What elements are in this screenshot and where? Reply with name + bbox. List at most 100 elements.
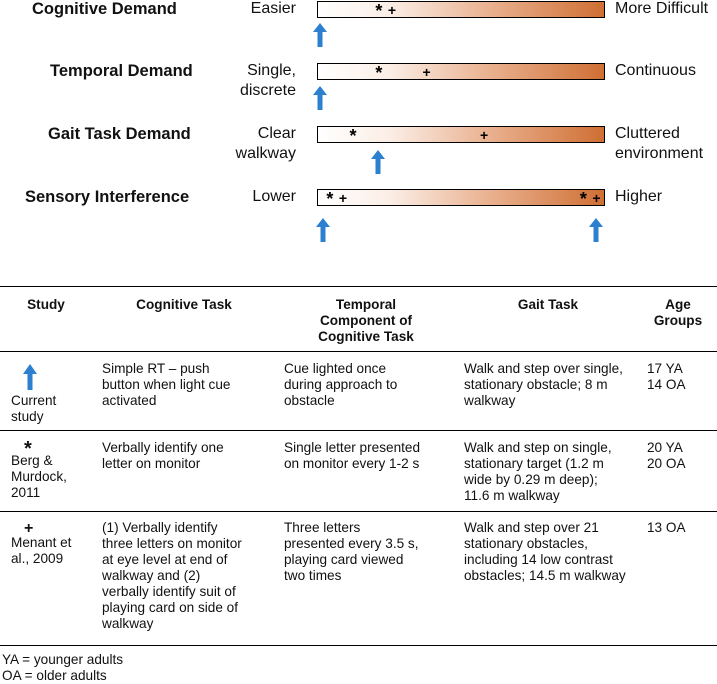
header-bottom-rule xyxy=(0,351,717,352)
row3-study-line2: al., 2009 xyxy=(11,551,64,566)
gait-plus-marker: + xyxy=(480,127,489,143)
row1-temp-line2: during approach to xyxy=(284,377,398,392)
sensory-high-plus-marker: + xyxy=(592,190,601,206)
row1-cognitive-task: Simple RT – push button when light cue a… xyxy=(102,361,272,409)
row1-study-line2: study xyxy=(11,409,44,424)
row2-cog-line1: Verbally identify one xyxy=(102,440,224,455)
gait-low-label: Clear walkway xyxy=(235,125,296,162)
row2-bottom-rule xyxy=(0,511,717,512)
row2-temporal: Single letter presented on monitor every… xyxy=(284,440,456,472)
row1-gait-line2: stationary obstacle; 8 m xyxy=(464,377,608,392)
row1-cog-line1: Simple RT – push xyxy=(102,361,210,376)
cognitive-low-label: Easier xyxy=(250,0,296,17)
header-cognitive-task: Cognitive Task xyxy=(136,297,232,312)
row2-study-line1: Berg & xyxy=(11,453,53,468)
cognitive-star-marker: * xyxy=(375,1,383,21)
table-bottom-rule xyxy=(0,645,717,646)
row3-cog-line3: at eye level at end of xyxy=(102,552,228,567)
row3-cognitive-task: (1) Verbally identify three letters on m… xyxy=(102,520,276,632)
temporal-scale-bar xyxy=(317,63,605,80)
header-temporal: Temporal Component of Cognitive Task xyxy=(280,297,452,345)
row2-cog-line2: letter on monitor xyxy=(102,456,201,471)
row2-gait-line2: stationary target (1.2 m xyxy=(464,456,604,471)
row3-temp-line2: presented every 3.5 s, xyxy=(284,536,419,551)
footnote-ya: YA = younger adults xyxy=(2,652,124,667)
sensory-low-label: Lower xyxy=(252,188,296,205)
row2-cognitive-task: Verbally identify one letter on monitor xyxy=(102,440,272,472)
row3-temp-line4: two times xyxy=(284,568,342,583)
gait-current-study-arrow-icon xyxy=(370,150,385,174)
gait-task-demand-label: Gait Task Demand xyxy=(48,125,191,143)
row3-temporal: Three letters presented every 3.5 s, pla… xyxy=(284,520,456,584)
row2-study-line2: Murdock, xyxy=(11,469,67,484)
temporal-demand-label: Temporal Demand xyxy=(50,62,193,80)
row3-temp-line3: playing card viewed xyxy=(284,552,404,567)
cognitive-plus-marker: + xyxy=(387,2,397,18)
row3-cog-line1: (1) Verbally identify xyxy=(102,520,218,535)
header-study: Study xyxy=(27,297,65,312)
row1-age-line1: 17 YA xyxy=(647,361,683,376)
header-temporal-line3: Cognitive Task xyxy=(318,329,414,344)
row3-gait-task: Walk and step over 21 stationary obstacl… xyxy=(464,520,644,584)
row1-gait-task: Walk and step over single, stationary ob… xyxy=(464,361,640,409)
sensory-interference-label: Sensory Interference xyxy=(25,188,190,206)
row3-study: Menant et al., 2009 xyxy=(11,535,93,567)
row3-cog-line6: playing card on side of xyxy=(102,600,239,615)
row2-gait-line1: Walk and step on single, xyxy=(464,440,612,455)
row3-cog-line5: verbally identify suit of xyxy=(102,584,236,599)
row1-temp-line1: Cue lighted once xyxy=(284,361,387,376)
berg-murdock-star-symbol: * xyxy=(24,438,32,460)
row1-gait-line3: walkway xyxy=(464,393,516,408)
sensory-scale-bar xyxy=(317,189,605,206)
cognitive-current-study-arrow-icon xyxy=(313,23,327,47)
row1-cog-line3: activated xyxy=(102,393,157,408)
row2-age-line1: 20 YA xyxy=(647,440,683,455)
header-temporal-line1: Temporal xyxy=(335,297,397,312)
row1-study-line1: Current xyxy=(11,393,57,408)
row1-temp-line3: obstacle xyxy=(284,393,335,408)
sensory-high-label: Higher xyxy=(615,188,663,205)
row1-age-line2: 14 OA xyxy=(647,377,686,392)
menant-plus-symbol: + xyxy=(24,520,34,537)
header-age-groups: Age Groups xyxy=(640,297,716,329)
row3-temp-line1: Three letters xyxy=(284,520,361,535)
header-temporal-line2: Component of xyxy=(319,313,413,328)
header-age-line2: Groups xyxy=(653,313,703,328)
row2-gait-task: Walk and step on single, stationary targ… xyxy=(464,440,640,504)
sensory-current-study-arrow-right-icon xyxy=(589,218,604,242)
row1-temporal: Cue lighted once during approach to obst… xyxy=(284,361,456,409)
row3-gait-line3: including 14 low contrast xyxy=(464,552,613,567)
cognitive-scale-bar xyxy=(317,1,605,18)
temporal-low-label: Single, discrete xyxy=(239,62,296,99)
footnote-oa: OA = older adults xyxy=(2,668,107,683)
sensory-current-study-arrow-left-icon xyxy=(315,218,330,242)
gait-star-marker: * xyxy=(349,126,357,146)
row1-bottom-rule xyxy=(0,430,717,431)
row2-temp-line2: on monitor every 1-2 s xyxy=(284,456,420,471)
row3-age-line1: 13 OA xyxy=(647,520,686,535)
temporal-current-study-arrow-icon xyxy=(313,86,327,110)
row1-gait-line1: Walk and step over single, xyxy=(464,361,623,376)
row3-cog-line4: walkway and (2) xyxy=(102,568,201,583)
row3-gait-line1: Walk and step over 21 xyxy=(464,520,599,535)
row2-study-line3: 2011 xyxy=(11,485,41,500)
temporal-high-label: Continuous xyxy=(615,62,696,79)
row2-temp-line1: Single letter presented xyxy=(284,440,421,455)
table-top-rule xyxy=(0,286,717,287)
row1-cog-line2: button when light cue xyxy=(102,377,231,392)
sensory-low-plus-marker: + xyxy=(338,190,348,206)
row3-gait-line2: stationary obstacles, xyxy=(464,536,588,551)
row3-study-line1: Menant et xyxy=(11,535,72,550)
header-age-line1: Age xyxy=(665,297,691,312)
header-gait-task: Gait Task xyxy=(517,297,579,312)
row2-gait-line3: wide by 0.29 m deep); xyxy=(464,472,598,487)
row1-study: Current study xyxy=(11,393,91,425)
sensory-high-star-marker: * xyxy=(579,189,587,209)
row3-cog-line7: walkway xyxy=(102,616,154,631)
row2-age-groups: 20 YA 20 OA xyxy=(647,440,715,472)
row2-gait-line4: 11.6 m walkway xyxy=(464,488,560,503)
row1-age-groups: 17 YA 14 OA xyxy=(647,361,715,393)
gait-high-label: Cluttered environment xyxy=(615,125,704,162)
temporal-plus-marker: + xyxy=(422,64,431,80)
